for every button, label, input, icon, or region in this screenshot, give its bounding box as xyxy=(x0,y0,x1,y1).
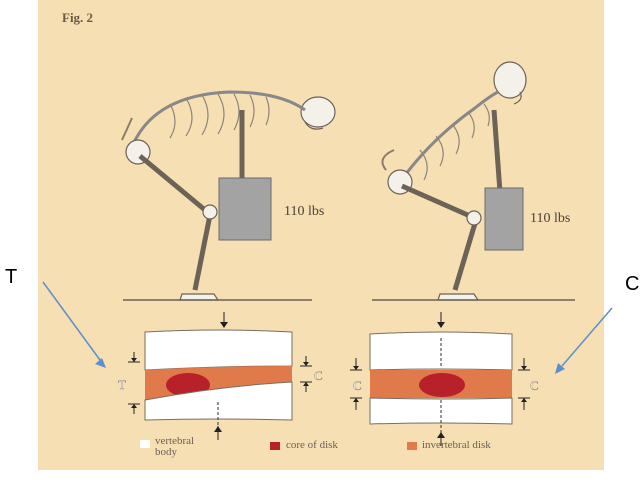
left-upper-vertebra xyxy=(145,330,292,370)
left-disk-letter-right: C xyxy=(314,368,323,383)
left-weight-label: 110 lbs xyxy=(284,204,324,220)
legend-swatch-core-of-disk xyxy=(270,442,280,450)
left-weight-box xyxy=(219,178,271,240)
legend-label-vertebral-body: vertebral body xyxy=(155,436,194,458)
right-callout-label: C xyxy=(625,273,639,296)
right-weight-label: 110 lbs xyxy=(530,211,570,227)
legend-swatch-invertebral-disk xyxy=(407,442,417,450)
left-disk-letter-left: T xyxy=(118,377,126,392)
right-disk-letter-left: C xyxy=(353,378,362,393)
legend-swatch-vertebral-body xyxy=(140,440,150,448)
right-weight-box xyxy=(485,188,523,250)
left-callout-label: T xyxy=(5,266,17,289)
right-disk-core xyxy=(419,373,465,397)
figure-title: Fig. 2 xyxy=(62,10,93,26)
legend-label-core-of-disk: core of disk xyxy=(286,440,338,451)
right-disk-letter-right: C xyxy=(530,378,539,393)
legend-label-invertebral-disk: invertebral disk xyxy=(422,440,491,451)
